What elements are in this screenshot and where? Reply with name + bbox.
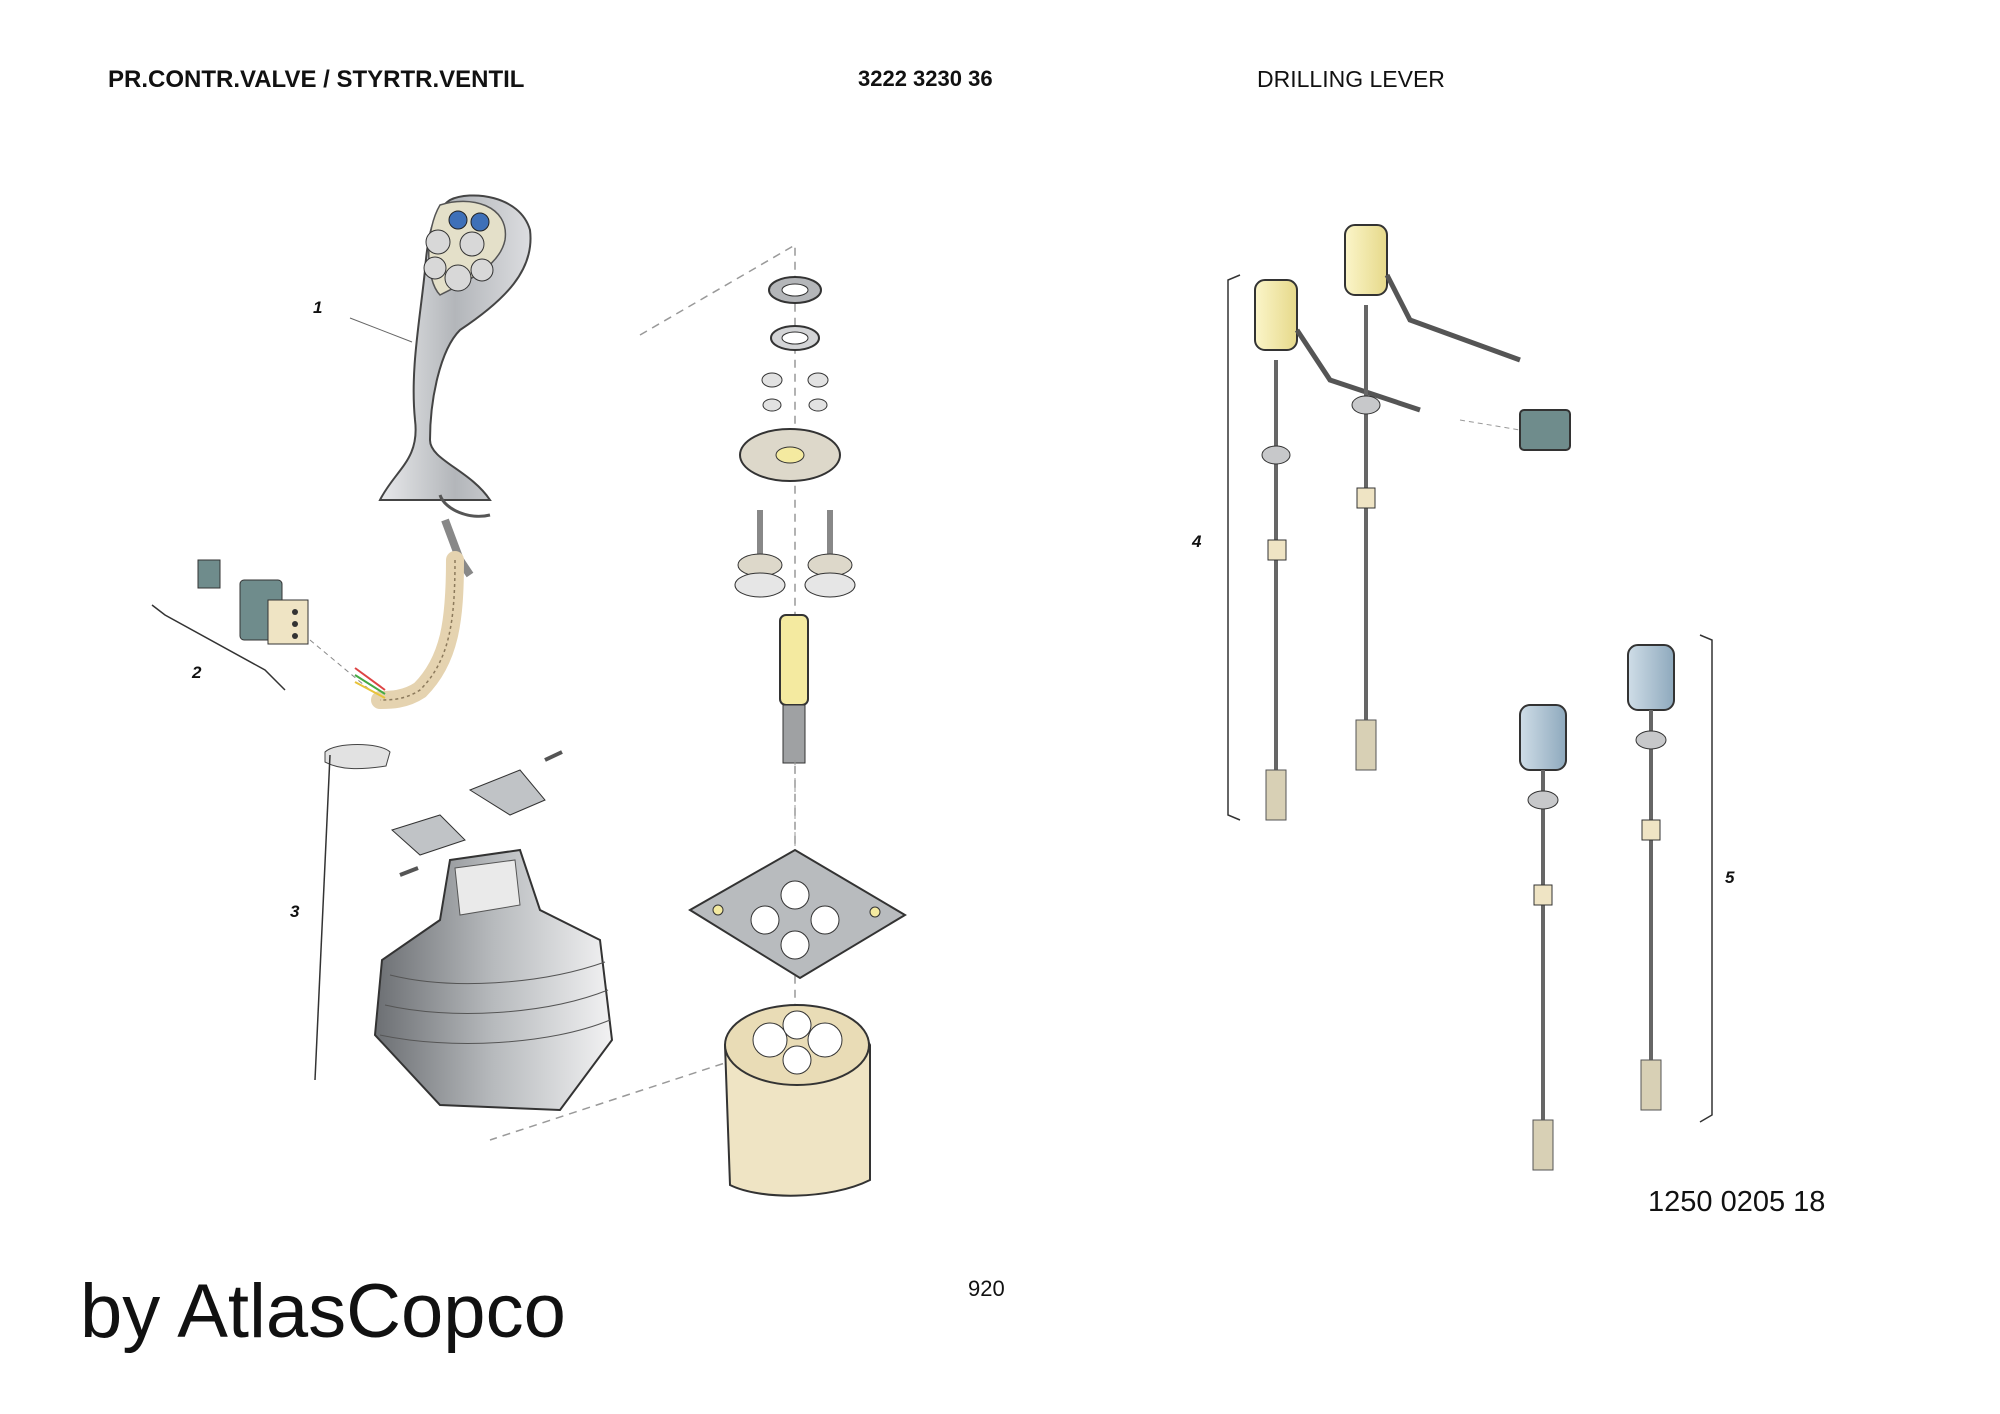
- callout-2: 2: [192, 663, 202, 682]
- callout-5: 5: [1725, 868, 1735, 887]
- part-number: 3222 3230 36: [858, 66, 993, 91]
- brand-caption: by AtlasCopco: [80, 1269, 566, 1354]
- valve-centre-stack: [688, 276, 907, 1197]
- rubber-boot-assembly: [314, 744, 614, 1112]
- spring-stack-left: [1261, 360, 1291, 821]
- callout-1: 1: [313, 298, 323, 317]
- solenoid-valve-set-blue: [1519, 634, 1713, 1171]
- page-number: 920: [968, 1276, 1005, 1301]
- solenoid-valve-set-yellow: [1227, 224, 1571, 821]
- spring-stack-right: [1351, 305, 1381, 771]
- callout-3: 3: [290, 902, 300, 921]
- drawing-number: 1250 0205 18: [1648, 1186, 1826, 1218]
- page-title: PR.CONTR.VALVE / STYRTR.VENTIL: [108, 66, 525, 93]
- joystick-handle: [349, 194, 532, 709]
- connector-assembly: [151, 559, 386, 699]
- assembly-name: DRILLING LEVER: [1257, 66, 1445, 92]
- callout-4: 4: [1192, 532, 1202, 551]
